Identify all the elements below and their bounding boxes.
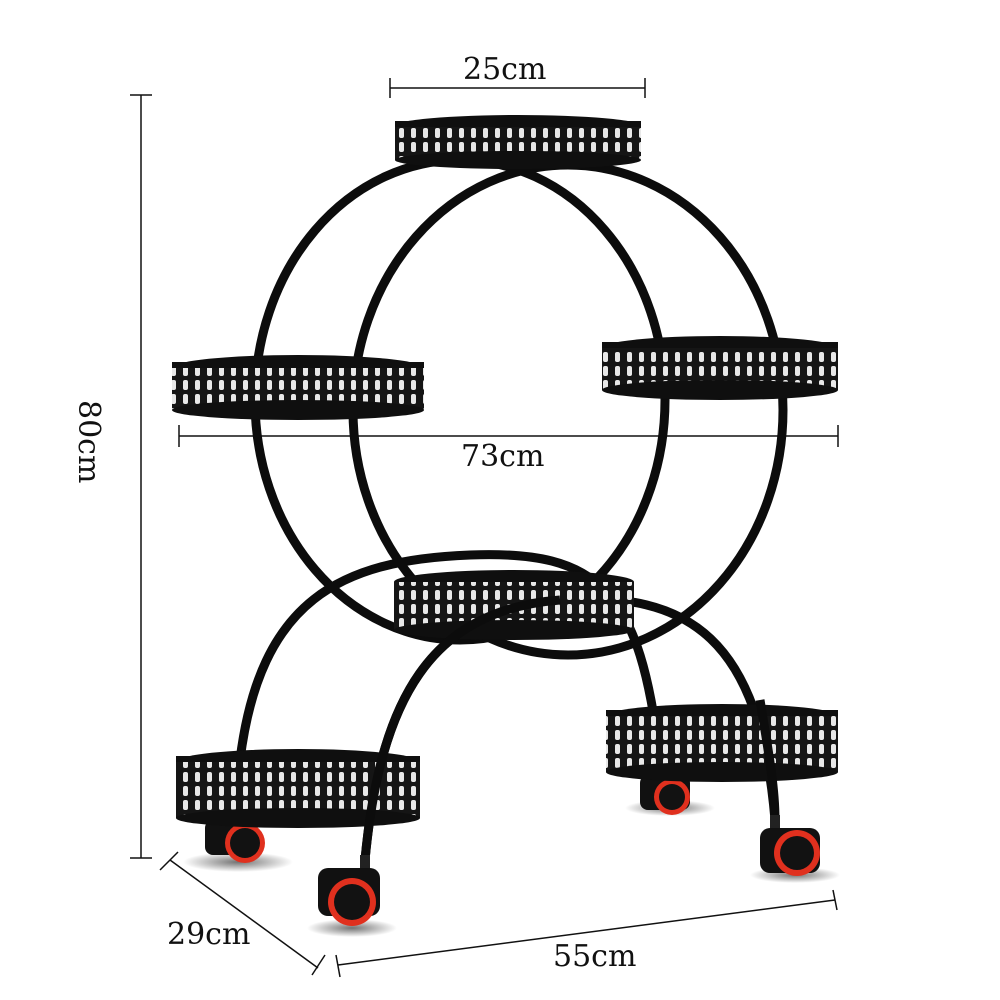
top-width-label: 25cm bbox=[463, 52, 547, 87]
front-legs bbox=[360, 595, 780, 861]
front-wheels bbox=[318, 815, 820, 926]
height-label: 80cm bbox=[71, 400, 106, 484]
base-width-label: 55cm bbox=[553, 939, 637, 974]
dimension-lines bbox=[130, 78, 839, 978]
baskets bbox=[172, 115, 838, 828]
back-wheels bbox=[205, 775, 690, 863]
depth-label: 29cm bbox=[167, 917, 251, 952]
span-width-label: 73cm bbox=[461, 439, 545, 474]
